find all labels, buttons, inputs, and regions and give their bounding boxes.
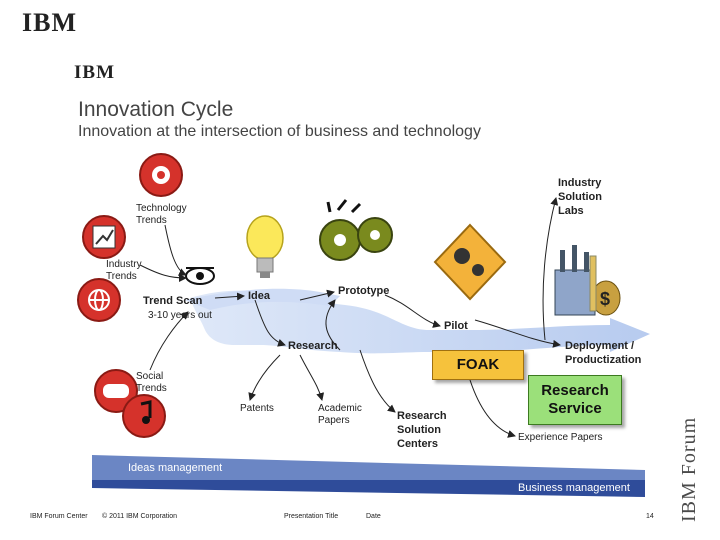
trend-scan-range-label: 3-10 years out bbox=[148, 310, 212, 321]
technology-trends-label: Technology Trends bbox=[136, 203, 187, 226]
gamepad-icon bbox=[94, 369, 138, 413]
industry-solution-labs-label: Industry Solution Labs bbox=[558, 177, 602, 217]
foak-box: FOAK bbox=[432, 350, 524, 380]
experience-papers-label: Experience Papers bbox=[518, 432, 603, 443]
svg-text:$: $ bbox=[600, 289, 610, 309]
research-service-line2: Service bbox=[548, 400, 602, 417]
flow-band bbox=[190, 290, 650, 354]
globe-icon bbox=[77, 278, 121, 322]
pilot-label: Pilot bbox=[444, 320, 468, 332]
industry-trends-label: Industry Trends bbox=[106, 259, 142, 282]
footer-copyright: © 2011 IBM Corporation bbox=[102, 513, 178, 520]
business-management-bar bbox=[92, 480, 645, 497]
ibm-logo-top: IBM bbox=[22, 8, 77, 37]
footer-presentation-title: Presentation Title bbox=[284, 513, 339, 520]
chart-icon bbox=[82, 215, 126, 259]
footer-center: IBM Forum Center bbox=[30, 513, 88, 520]
research-service-box: Research Service bbox=[528, 375, 622, 425]
patents-label: Patents bbox=[240, 403, 274, 414]
factory-dollar-icon: $ bbox=[554, 245, 621, 316]
academic-papers-label: Academic Papers bbox=[318, 403, 362, 426]
ideas-management-bar bbox=[92, 455, 645, 480]
research-service-line1: Research bbox=[541, 382, 609, 399]
deployment-label: Deployment / Productization bbox=[565, 340, 642, 366]
idea-label: Idea bbox=[248, 290, 271, 302]
footer-page-number: 14 bbox=[646, 513, 654, 520]
lightbulb-icon bbox=[246, 215, 284, 278]
music-note-icon bbox=[122, 394, 166, 438]
ibm-forum-side-text: IBM Forum bbox=[678, 416, 700, 522]
ibm-logo-slide: IBM bbox=[74, 62, 115, 83]
research-solution-centers-label: Research Solution Centers bbox=[397, 410, 447, 450]
social-trends-label: Social Trends bbox=[136, 371, 167, 394]
eye-icon bbox=[185, 267, 215, 285]
warning-gears-icon bbox=[433, 223, 507, 301]
gears-icon bbox=[319, 199, 393, 261]
footer-date: Date bbox=[366, 513, 381, 520]
page-title: Innovation Cycle bbox=[78, 98, 234, 121]
flow-band-top bbox=[185, 288, 340, 310]
research-label: Research bbox=[288, 340, 338, 352]
ideas-management-label: Ideas management bbox=[128, 462, 223, 474]
prototype-label: Prototype bbox=[338, 285, 390, 297]
trend-scan-label: Trend Scan bbox=[143, 295, 203, 307]
gear-icon bbox=[139, 153, 183, 197]
page-subtitle: Innovation at the intersection of busine… bbox=[78, 123, 481, 140]
business-management-label: Business management bbox=[518, 482, 630, 494]
